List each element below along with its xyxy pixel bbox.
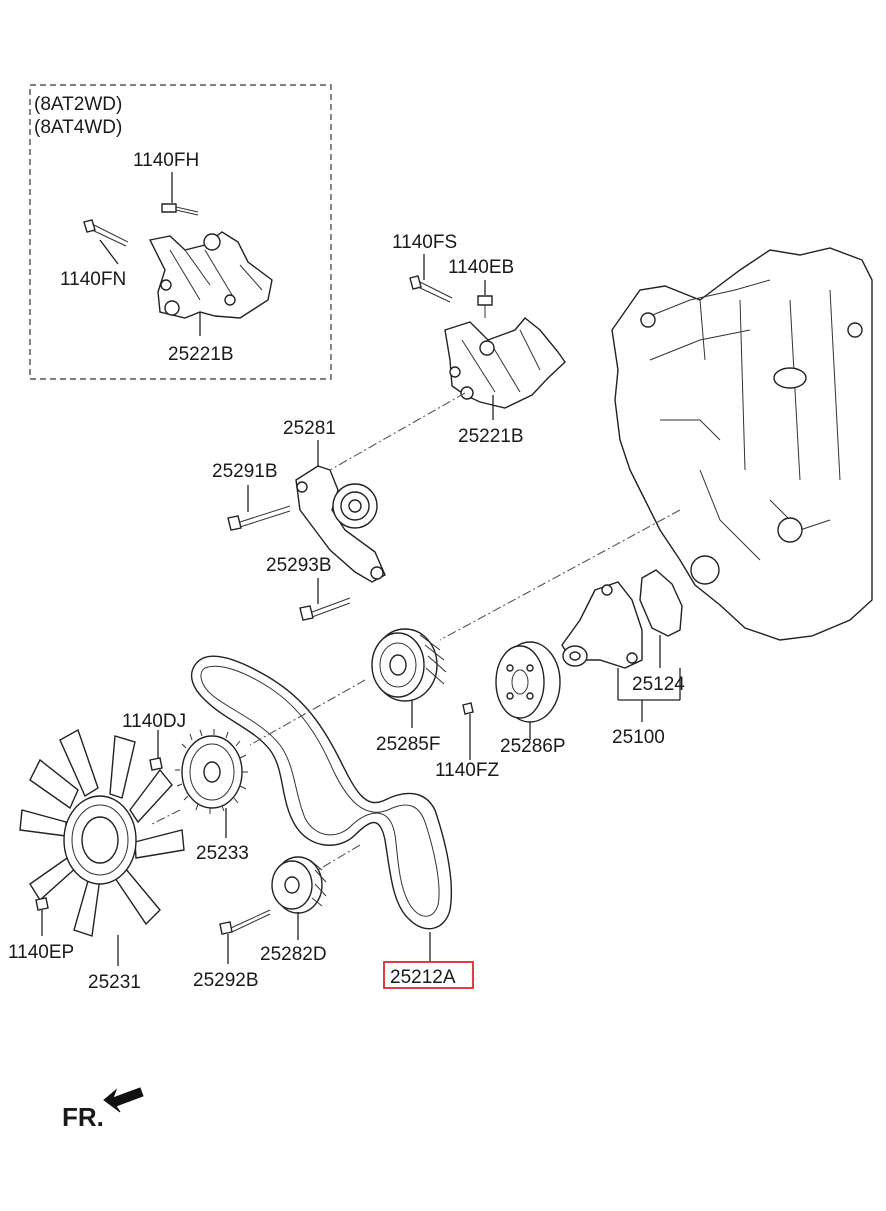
bolt-1140DJ-drawing xyxy=(149,730,163,771)
label-1140FZ: 1140FZ xyxy=(435,760,499,781)
idler-25285F-drawing xyxy=(371,628,447,702)
variant-line-1: (8AT2WD) xyxy=(34,94,122,115)
bracket-25221B-drawing xyxy=(444,317,566,409)
label-1140EP: 1140EP xyxy=(8,942,74,963)
label-1140FH: 1140FH xyxy=(133,150,199,171)
label-1140FN: 1140FN xyxy=(60,269,126,290)
water-pump-25100-drawing xyxy=(561,569,683,669)
label-25285F: 25285F xyxy=(376,734,440,755)
label-1140FS: 1140FS xyxy=(392,232,457,253)
belt-25212A-drawing xyxy=(190,655,453,930)
fan-clutch-25233-drawing xyxy=(175,729,248,814)
bolt-25293B-drawing xyxy=(299,578,351,621)
highlight-25212A[interactable]: 25212A xyxy=(383,961,474,989)
label-25231: 25231 xyxy=(88,972,141,993)
pulley-25286P-drawing xyxy=(495,641,561,723)
bolt-1140EP-drawing xyxy=(35,897,49,936)
align-line-idler-lower xyxy=(317,844,361,871)
align-line-bracket xyxy=(329,392,466,471)
label-25281: 25281 xyxy=(283,418,336,439)
label-25286P: 25286P xyxy=(500,736,566,757)
bracket-25221B-box-drawing xyxy=(148,231,273,319)
label-25221B: 25221B xyxy=(458,426,524,447)
align-line-fan xyxy=(149,809,181,826)
highlight-box xyxy=(383,961,474,989)
bolt-1140FN-drawing xyxy=(83,219,129,265)
bolt-25291B-drawing xyxy=(227,485,291,531)
align-line-engine xyxy=(439,509,681,641)
front-arrow-icon xyxy=(103,1087,144,1113)
label-25221B-box: 25221B xyxy=(168,344,234,365)
bolt-1140EB-drawing xyxy=(477,280,493,318)
front-label: FR. xyxy=(62,1102,104,1132)
front-direction-indicator: FR. xyxy=(62,1087,144,1132)
idler-25282D-drawing xyxy=(271,856,327,914)
label-25291B: 25291B xyxy=(212,461,278,482)
fan-25231-drawing xyxy=(19,728,185,937)
label-25212A[interactable]: 25212A xyxy=(390,967,456,988)
label-25292B: 25292B xyxy=(193,970,259,991)
bolt-25292B-drawing xyxy=(219,909,271,964)
label-25282D: 25282D xyxy=(260,944,327,965)
bolt-1140FZ-drawing xyxy=(462,702,474,760)
variant-line-2: (8AT4WD) xyxy=(34,117,122,138)
label-25233: 25233 xyxy=(196,843,249,864)
engine-block-drawing xyxy=(611,247,873,641)
label-25293B: 25293B xyxy=(266,555,332,576)
tensioner-25281-drawing xyxy=(295,465,386,583)
label-25124: 25124 xyxy=(632,674,685,695)
align-line-idler xyxy=(249,679,366,746)
variant-box: (8AT2WD) (8AT4WD) xyxy=(29,84,332,380)
bolt-1140FS-drawing xyxy=(409,254,453,303)
label-25100: 25100 xyxy=(612,727,665,748)
label-1140DJ: 1140DJ xyxy=(122,711,186,732)
label-1140EB: 1140EB xyxy=(448,257,514,278)
bolt-1140FH-drawing xyxy=(161,172,199,216)
